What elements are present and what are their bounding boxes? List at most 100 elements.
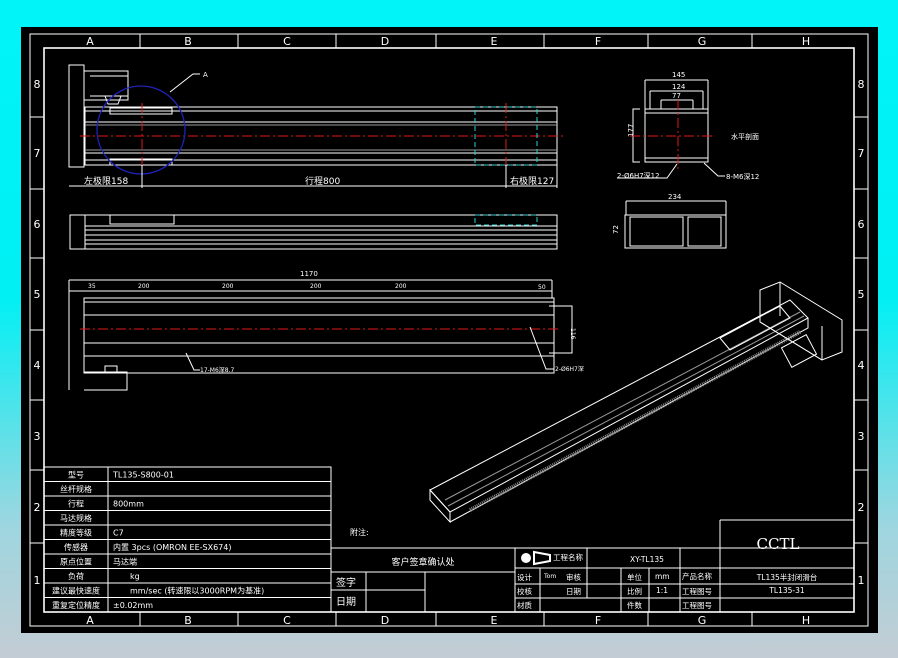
design-label: 设计: [517, 572, 532, 582]
row-label-left: 7: [34, 147, 41, 160]
col-label-top: C: [283, 35, 291, 48]
material-label: 材质: [517, 600, 532, 610]
col-label-top: H: [802, 35, 810, 48]
product-name-label: 产品名称: [682, 571, 712, 581]
col-label-top: A: [86, 35, 94, 48]
spec-label: 负荷: [68, 571, 84, 581]
spec-value: C7: [113, 529, 124, 538]
row-label-left: 1: [34, 574, 41, 587]
isometric-view[interactable]: [429, 281, 843, 524]
spec-label: 原点位置: [60, 557, 92, 567]
hole-label-left: 2-Ø6H7深12: [617, 171, 660, 180]
company-logo: [521, 550, 551, 566]
spec-label: 精度等级: [60, 528, 92, 538]
drawing-no-label: 工程图号: [682, 587, 712, 596]
row-label-left: 5: [34, 288, 41, 301]
cad-drawing-canvas[interactable]: A B C D E F G H A B C D E F G H 8 7 6 5 …: [21, 27, 878, 633]
col-label-bottom: F: [595, 614, 601, 627]
sign-label: 签字: [336, 576, 356, 589]
dim-72: 72: [612, 225, 620, 234]
dim-pitch: 200: [310, 283, 322, 290]
row-label-right: 2: [858, 501, 865, 514]
dim-total-1170: 1170: [300, 270, 318, 278]
section-label: 水平剖面: [731, 132, 759, 141]
scale-label: 比例: [627, 586, 642, 596]
date-label: 日期: [336, 596, 356, 608]
side-view[interactable]: [69, 214, 558, 250]
row-label-left: 4: [34, 359, 41, 372]
hole-label-right: 8-M6深12: [726, 172, 759, 181]
dim-left-limit: 左极限158: [84, 175, 128, 187]
check-label: 校核: [517, 586, 532, 596]
row-label-right: 8: [858, 78, 865, 91]
notes-label: 附注:: [350, 527, 369, 537]
product-name: TL135半封闭滑台: [756, 572, 818, 582]
col-label-top: G: [698, 35, 707, 48]
bottom-view[interactable]: 1170 35 200 200 200 200 50 116 17-M6深8.7…: [68, 270, 584, 391]
title-block-grid: [515, 548, 854, 612]
dim-stroke: 行程800: [305, 175, 340, 187]
row-label-right: 1: [858, 574, 865, 587]
dim-pitch: 200: [138, 283, 150, 290]
spec-label: 建议最快速度: [52, 586, 100, 596]
dim-pitch: 200: [395, 283, 407, 290]
drawing-no: TL135-31: [768, 586, 805, 595]
scale-value: 1:1: [656, 586, 668, 595]
col-label-bottom: G: [698, 614, 707, 627]
col-label-bottom: D: [381, 614, 389, 627]
spec-value: TL135-S800-01: [112, 471, 174, 480]
spec-value: 800mm: [113, 500, 144, 509]
row-label-left: 6: [34, 218, 41, 231]
dim-234: 234: [668, 193, 682, 201]
col-label-bottom: C: [283, 614, 291, 627]
row-label-left: 3: [34, 430, 41, 443]
grid-ticks: [30, 34, 868, 626]
spec-value: 马达端: [113, 557, 137, 567]
unit-label: 单位: [627, 572, 642, 582]
holes-label-a: 17-M6深8.7: [200, 366, 235, 374]
sign-field[interactable]: [366, 572, 425, 590]
col-label-top: D: [381, 35, 389, 48]
outer-frame: [29, 33, 869, 627]
spec-label: 丝杆规格: [60, 484, 92, 494]
designer: Tom: [543, 573, 556, 580]
dim-pitch: 200: [222, 283, 234, 290]
spec-label: 行程: [68, 499, 84, 509]
row-label-left: 8: [34, 78, 41, 91]
dim-116: 116: [569, 328, 576, 340]
col-label-bottom: E: [491, 614, 498, 627]
spec-label: 传感器: [64, 542, 88, 552]
project-name: XY-TL135: [630, 555, 664, 564]
col-label-bottom: H: [802, 614, 810, 627]
brand-cctl: CCTL: [757, 535, 800, 553]
spec-value: 内置 3pcs (OMRON EE-SX674): [113, 542, 231, 552]
col-label-top: F: [595, 35, 601, 48]
spec-label: 重复定位精度: [52, 600, 100, 610]
col-label-bottom: B: [184, 614, 192, 627]
unit-value: mm: [655, 572, 670, 581]
date-label-tb: 日期: [566, 587, 581, 596]
holes-label-b: 2-Ø6H7深: [555, 365, 584, 373]
row-label-right: 4: [858, 359, 865, 372]
drawing-no2-label: 工程图号: [682, 601, 712, 610]
qty-label: 件数: [627, 600, 642, 610]
spec-value: kg: [130, 572, 140, 581]
col-label-bottom: A: [86, 614, 94, 627]
review-label: 审核: [566, 572, 581, 582]
dim-177: 177: [627, 124, 635, 137]
spec-value: ±0.02mm: [113, 601, 153, 610]
row-label-right: 7: [858, 147, 865, 160]
spec-label: 型号: [68, 471, 84, 480]
dim-right-limit: 右极限127: [510, 175, 554, 187]
date-field[interactable]: [366, 590, 425, 612]
detail-circle: [96, 85, 186, 175]
spec-value: mm/sec (转速限以3000RPM为基准): [130, 586, 264, 596]
dim-124: 124: [672, 83, 686, 91]
end-view[interactable]: 145 124 77 177 水平剖面 2-Ø6H7深12 8-M6深12 23…: [612, 71, 759, 249]
top-view[interactable]: A 左极限158 行程800 右极限127: [68, 64, 565, 188]
dim-145: 145: [672, 71, 685, 79]
dim-77: 77: [672, 92, 681, 100]
row-label-right: 3: [858, 430, 865, 443]
spec-label: 马达规格: [60, 513, 92, 523]
drawing-sheet: A B C D E F G H A B C D E F G H 8 7 6 5 …: [29, 33, 869, 627]
